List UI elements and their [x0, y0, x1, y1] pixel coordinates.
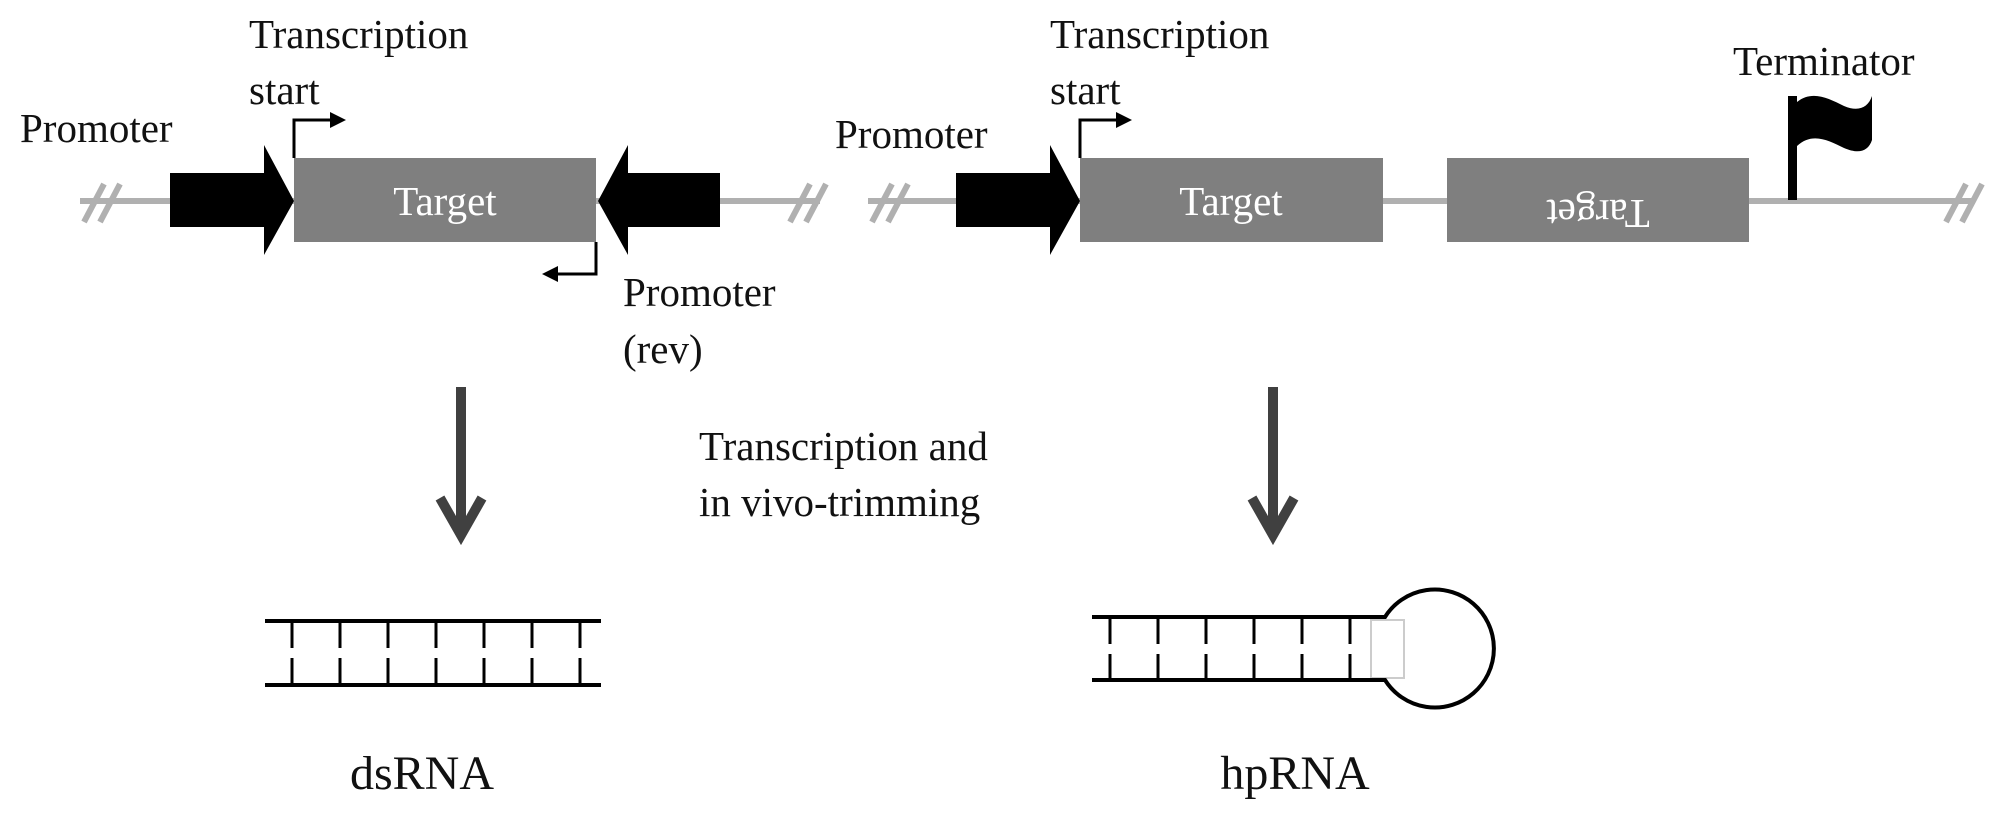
- process-label-line2: in vivo-trimming: [699, 479, 980, 525]
- right-construct: Target Target Promoter Transcription sta…: [835, 11, 1985, 255]
- left-process-arrow-icon: [435, 387, 487, 546]
- process-label-line1: Transcription and: [699, 423, 988, 469]
- left-transcription-start-arrow-icon: [292, 112, 346, 158]
- left-promoter-rev-line2: (rev): [623, 326, 703, 372]
- left-break-mark-end: [787, 182, 829, 224]
- left-promoter-rev-arrow: [598, 145, 720, 255]
- right-target-label: Target: [1179, 178, 1283, 224]
- dsrna-label: dsRNA: [350, 747, 494, 800]
- right-target-reversed-label: Target: [1546, 191, 1650, 237]
- left-transcription-start-line1: Transcription: [249, 11, 468, 57]
- left-promoter-rev-line1: Promoter: [623, 269, 776, 315]
- left-promoter-label: Promoter: [20, 105, 173, 151]
- left-reverse-start-arrow-icon: [542, 242, 598, 282]
- dsrna-ladder-icon: [265, 619, 601, 687]
- right-transcription-start-line1: Transcription: [1050, 11, 1269, 57]
- right-process-arrow-icon: [1247, 387, 1299, 546]
- left-target-box: [294, 158, 596, 242]
- left-transcription-start-line2: start: [249, 67, 320, 113]
- right-transcription-start-arrow-icon: [1078, 112, 1132, 158]
- right-break-mark-end: [1943, 182, 1985, 224]
- left-target-label: Target: [393, 178, 497, 224]
- right-break-mark-start: [869, 182, 911, 224]
- hprna-label: hpRNA: [1220, 747, 1370, 800]
- right-promoter-label: Promoter: [835, 111, 988, 157]
- terminator-label: Terminator: [1733, 38, 1915, 84]
- right-transcription-start-line2: start: [1050, 67, 1121, 113]
- left-break-mark-start: [81, 182, 123, 224]
- hprna-hairpin-icon: [1092, 587, 1496, 710]
- left-promoter-arrow: [170, 145, 294, 255]
- right-target-box: [1080, 158, 1383, 242]
- right-promoter-arrow: [956, 145, 1080, 255]
- right-target-reversed-box: [1447, 158, 1749, 242]
- terminator-flag-icon: [1788, 95, 1872, 200]
- left-construct: Target Promoter Transcription start Prom…: [20, 11, 829, 372]
